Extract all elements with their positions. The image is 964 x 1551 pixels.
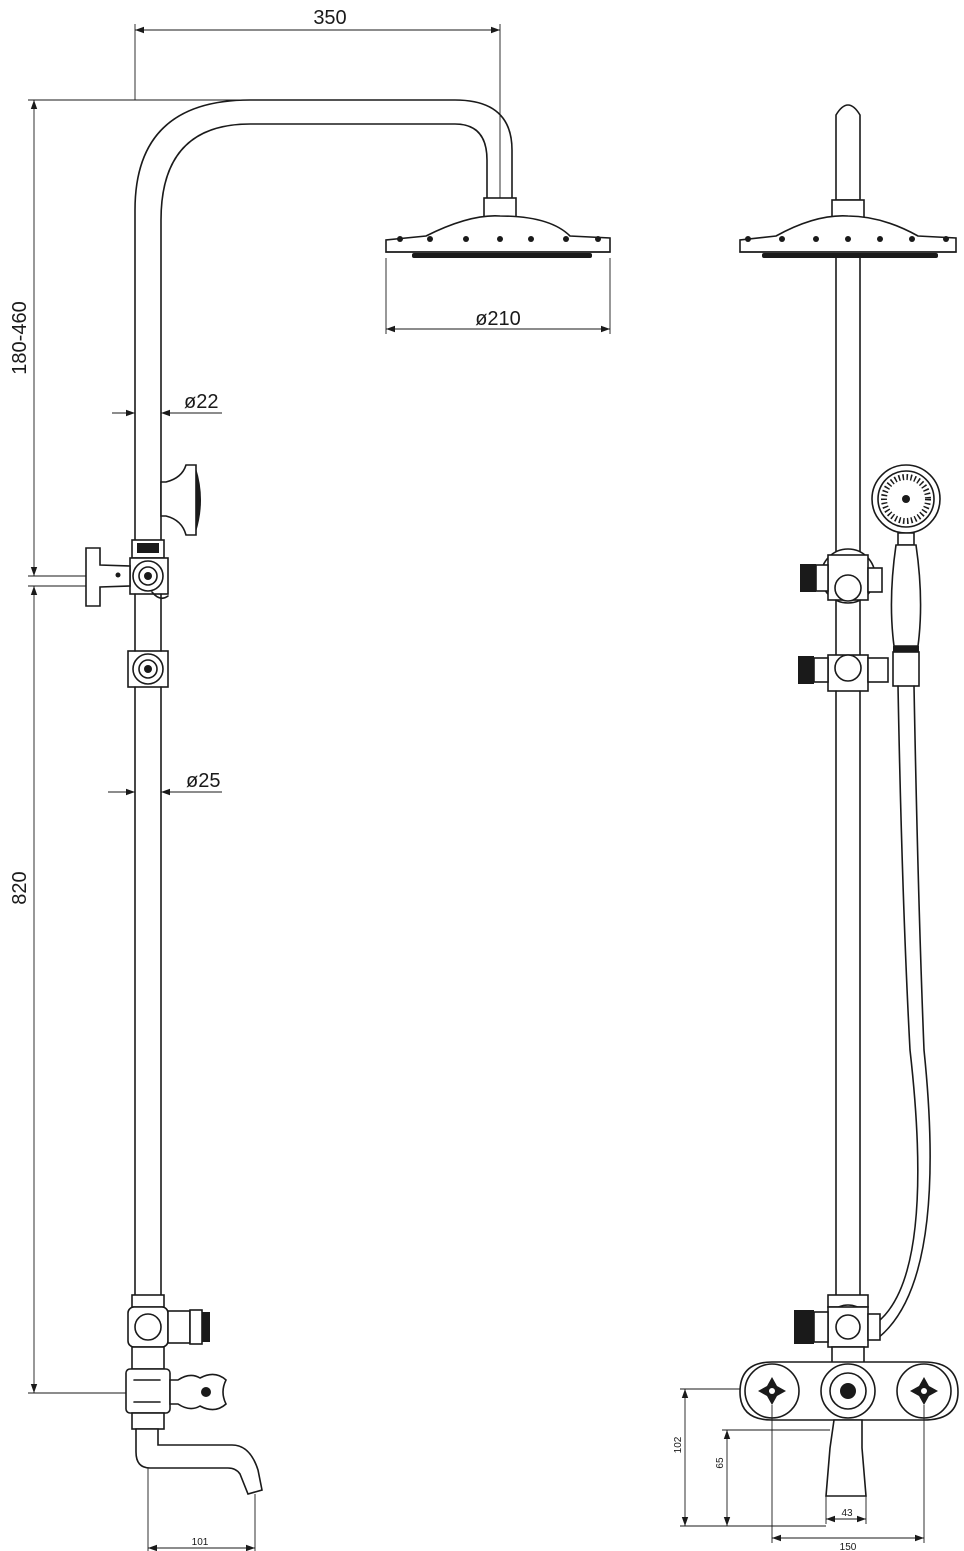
shower-hose (877, 685, 931, 1339)
hand-shower (871, 464, 941, 687)
shower-head-front (739, 215, 957, 253)
shower-head (385, 215, 611, 253)
dimension-lines (28, 24, 925, 1551)
dim-spout-drop: 65 (715, 1457, 726, 1469)
dim-lower-pipe: ø25 (186, 770, 220, 792)
main-pipe-front (835, 257, 861, 556)
overhead-arm (134, 99, 513, 541)
diverter-handle (85, 547, 131, 607)
dim-spout-length: 101 (192, 1537, 209, 1548)
mixer-body (125, 1368, 171, 1414)
dim-upper-pipe: ø22 (184, 391, 218, 413)
bath-spout (135, 1428, 263, 1495)
dim-height-to-mixer: 820 (9, 871, 31, 904)
dim-arm-reach: 350 (313, 7, 346, 29)
dim-shower-head: ø210 (475, 308, 521, 330)
front-view (739, 104, 959, 1497)
mixer-handle (169, 1373, 227, 1411)
spout-front (825, 1419, 867, 1497)
arm-stub (835, 104, 861, 201)
hand-shower-holder (160, 464, 197, 536)
dim-mixer-height: 102 (673, 1436, 684, 1453)
dim-mixer-width: 150 (840, 1542, 857, 1551)
side-view (85, 99, 611, 1495)
lower-pipe (134, 593, 162, 1296)
dim-height-adjust: 180-460 (9, 301, 31, 374)
dim-spout-width: 43 (841, 1508, 853, 1519)
dimension-labels: 350 180-460 ø22 ø210 ø25 820 101 102 65 … (9, 7, 857, 1551)
